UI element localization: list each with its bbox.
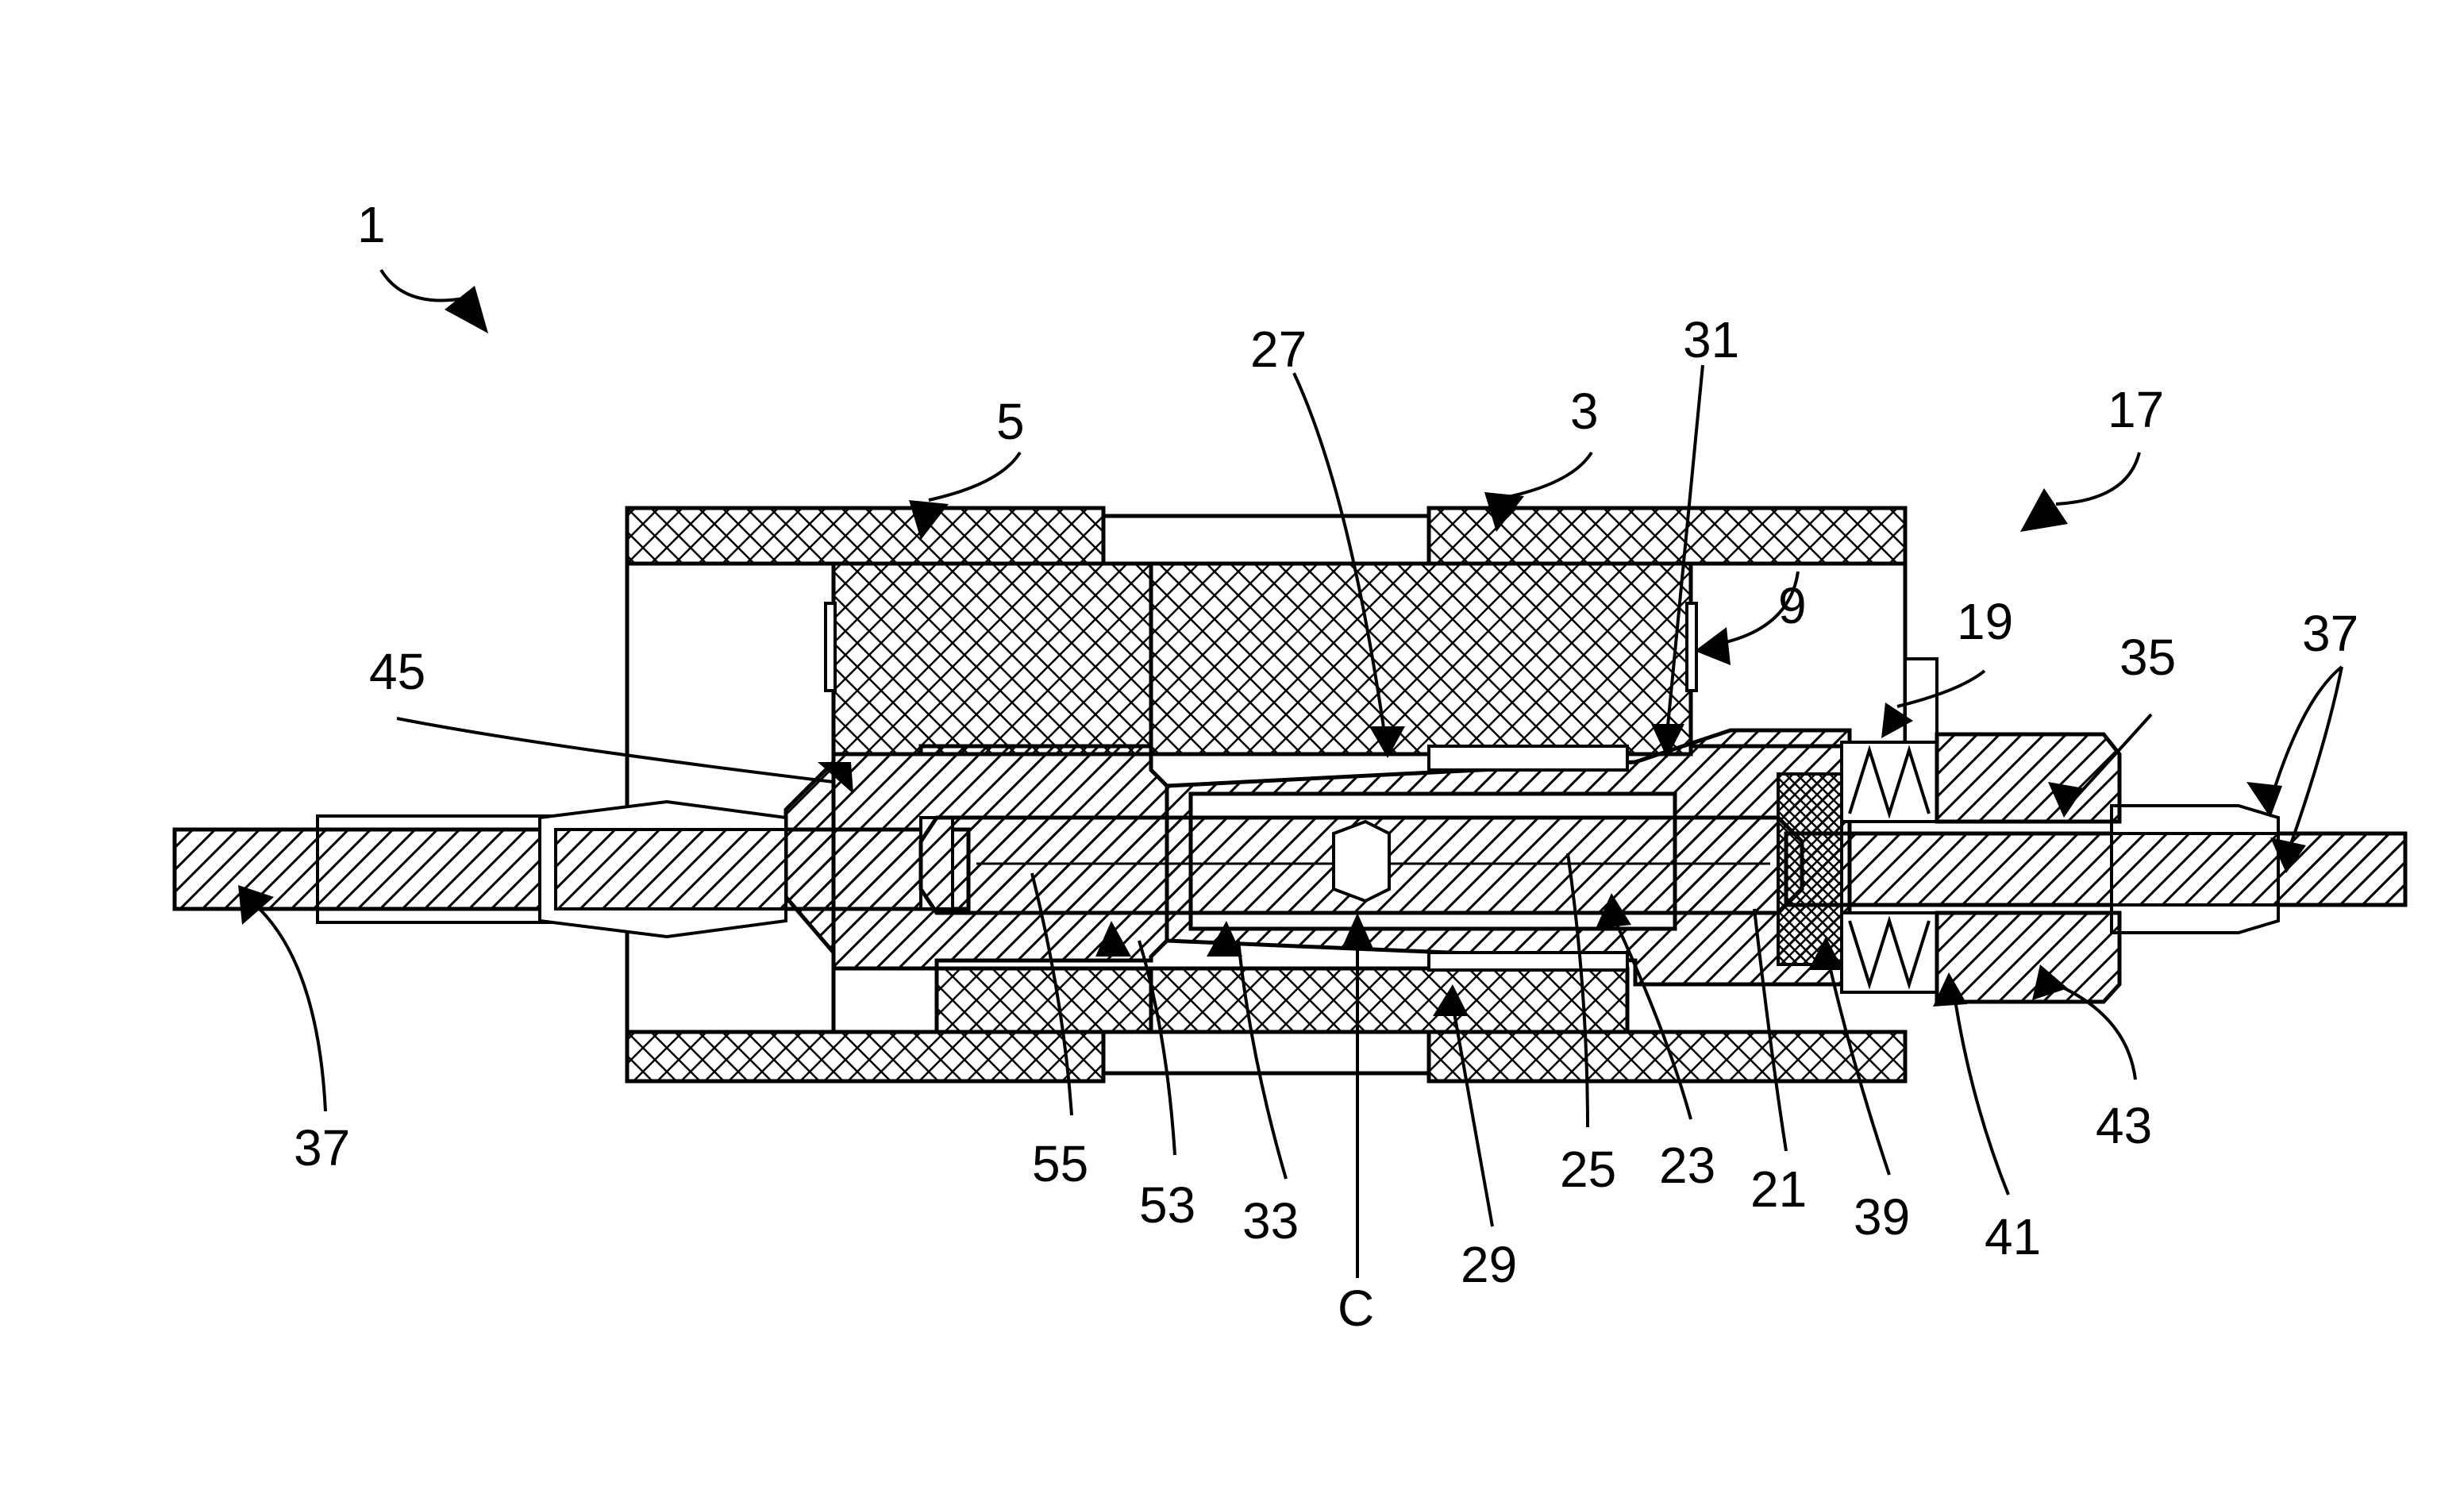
label-1: 1 [357, 196, 386, 253]
arrow-17 [2020, 488, 2068, 532]
label-53: 53 [1139, 1176, 1195, 1234]
label-23: 23 [1659, 1137, 1715, 1194]
label-5: 5 [996, 393, 1025, 450]
label-27: 27 [1250, 321, 1307, 378]
label-21: 21 [1750, 1161, 1807, 1218]
label-29: 29 [1461, 1236, 1517, 1293]
label-33: 33 [1242, 1192, 1299, 1249]
label-55: 55 [1032, 1135, 1088, 1192]
label-35: 35 [2119, 629, 2176, 686]
label-19: 19 [1957, 593, 2013, 650]
label-43: 43 [2096, 1097, 2152, 1154]
label-31: 31 [1683, 311, 1739, 368]
label-41: 41 [1985, 1208, 2041, 1265]
label-39: 39 [1854, 1188, 1910, 1245]
label-37-left: 37 [294, 1119, 350, 1176]
label-c: C [1338, 1280, 1374, 1337]
label-37-right: 37 [2302, 605, 2358, 662]
label-45: 45 [369, 643, 425, 700]
arrow-1 [445, 286, 488, 333]
label-3: 3 [1570, 383, 1599, 440]
label-9: 9 [1778, 577, 1807, 634]
label-17: 17 [2108, 381, 2164, 438]
rear-seal [1778, 774, 1842, 964]
label-25: 25 [1560, 1141, 1616, 1198]
